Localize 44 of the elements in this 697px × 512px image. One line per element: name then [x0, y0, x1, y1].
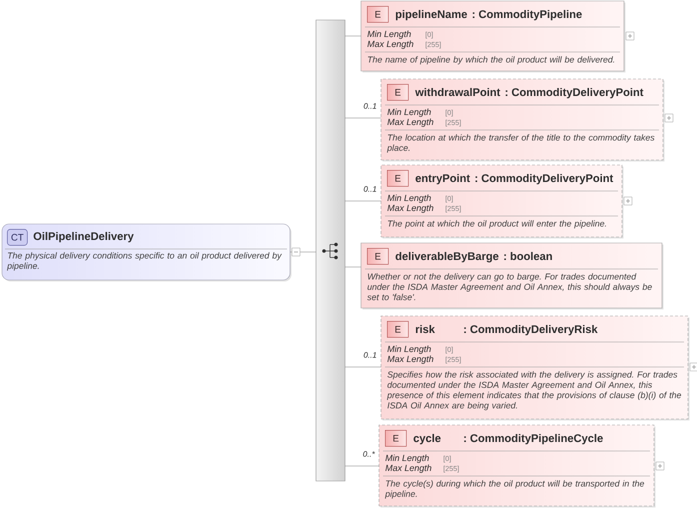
element-type: : CommodityDeliveryPoint	[476, 174, 614, 184]
element-badge: E	[387, 321, 409, 338]
edge-label: 0..1	[362, 351, 378, 359]
element-type: : boolean	[504, 252, 552, 260]
element-badge: E	[387, 84, 409, 101]
element-type: : CommodityDeliveryRisk	[464, 324, 598, 336]
facet-label: Max Length	[367, 40, 414, 49]
connector-line	[344, 366, 382, 368]
facet-label: Min Length	[387, 346, 431, 354]
connector-line	[344, 200, 382, 202]
element-badge: E	[367, 6, 389, 23]
facet-label: Max Length	[387, 204, 434, 213]
edge-label: 0..1	[362, 102, 378, 110]
facet-label: Min Length	[367, 30, 411, 39]
description-text: Specifies how the risk associated with the delivery is assigned. For trades documented under the ISDA Master Agreement and Oil Annex, this presence of this element indicates that the provisions of clause (b)(i) of the ISDA Oil Annex are being varied.	[386, 371, 682, 410]
facet-label: Max Length	[385, 464, 432, 473]
complex-type-name: OilPipelineDelivery	[34, 232, 134, 242]
edge-label: 0..*	[362, 450, 376, 458]
connector-line	[344, 266, 362, 268]
element-badge: E	[385, 430, 407, 447]
facet-label: Min Length	[387, 108, 431, 117]
description-text: The physical delivery conditions specific to an oil product delivered by pipeline.	[7, 252, 282, 271]
description-text: The point at which the oil product will enter the pipeline.	[388, 220, 606, 228]
facet-label: Max Length	[387, 356, 434, 364]
element-type: : CommodityDeliveryPoint	[506, 88, 644, 98]
edge-label: 0..1	[362, 185, 378, 193]
element-badge: E	[367, 248, 389, 265]
element-name: risk	[416, 324, 435, 334]
description-text: Whether or not the delivery can go to barge. For trades documented under the ISDA Master Agreement and Oil Annex, this should always be set to 'false'.	[367, 273, 652, 300]
element-name: cycle	[414, 434, 441, 444]
element-name: deliverableByBarge	[396, 252, 498, 262]
type-badge: CT	[7, 229, 28, 246]
facet-label: Min Length	[387, 194, 431, 203]
element-name: entryPoint	[416, 174, 470, 184]
facet-label: Max Length	[387, 118, 434, 127]
element-badge: E	[387, 170, 409, 187]
description-text: The cycle(s) during which the oil product will be transported in the pipeline.	[384, 480, 644, 499]
description-text: The location at which the transfer of the title to the commodity takes place.	[386, 134, 654, 153]
element-type: : CommodityPipeline	[472, 10, 582, 20]
facet-label: Min Length	[385, 454, 429, 463]
element-name: withdrawalPoint	[415, 88, 500, 96]
element-type: : CommodityPipelineCycle	[464, 434, 603, 444]
description-text: The name of pipeline by which the oil product will be delivered.	[368, 56, 614, 64]
element-name: pipelineName	[396, 10, 467, 20]
